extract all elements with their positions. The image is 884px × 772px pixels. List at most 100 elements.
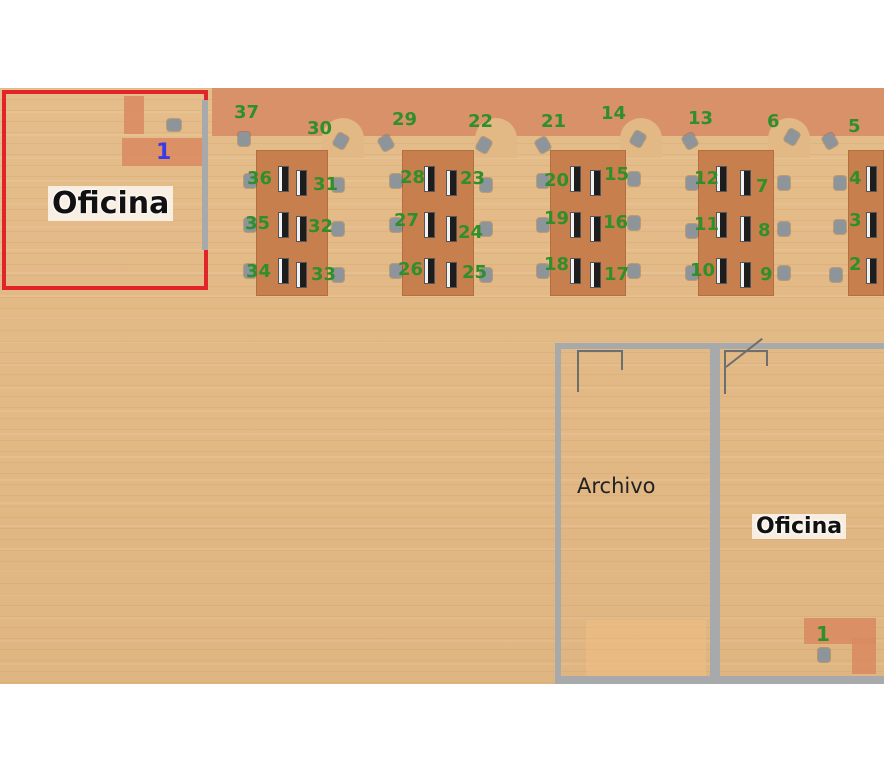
seat-number: 33	[311, 264, 337, 285]
door	[621, 350, 623, 370]
desk-cluster	[402, 150, 474, 296]
seat-number: 36	[247, 168, 273, 189]
seat-number: 19	[544, 208, 570, 229]
wall	[555, 343, 561, 684]
monitor-icon	[866, 258, 877, 284]
monitor-icon	[866, 212, 877, 238]
seat-number: 21	[541, 111, 567, 132]
seat-number: 22	[468, 111, 494, 132]
monitor-icon	[590, 262, 601, 288]
monitor-icon	[740, 170, 751, 196]
seat-number: 9	[760, 264, 773, 285]
wall	[555, 676, 884, 684]
chair-icon	[537, 264, 549, 278]
chair-icon	[480, 178, 492, 192]
chair-icon	[537, 174, 549, 188]
chair-icon	[778, 222, 790, 236]
monitor-icon	[424, 258, 435, 284]
chair-icon	[834, 220, 846, 234]
office-seat-number: 1	[816, 622, 830, 646]
chair-icon	[537, 218, 549, 232]
monitor-icon	[296, 262, 307, 288]
seat-number: 11	[694, 214, 720, 235]
monitor-icon	[446, 170, 457, 196]
chair-icon	[244, 174, 256, 188]
chair-icon	[778, 266, 790, 280]
chair-icon	[628, 172, 640, 186]
seat-number: 14	[601, 103, 627, 124]
seat-number: 31	[313, 174, 339, 195]
monitor-icon	[296, 170, 307, 196]
seat-number: 30	[307, 118, 333, 139]
monitor-icon	[590, 216, 601, 242]
monitor-icon	[716, 166, 727, 192]
desk-cluster	[550, 150, 626, 296]
monitor-icon	[570, 212, 581, 238]
seat-number: 7	[756, 176, 769, 197]
seat-number: 32	[308, 216, 334, 237]
chair-icon	[332, 222, 344, 236]
seat-number: 15	[604, 164, 630, 185]
wall	[202, 100, 208, 250]
office-desk	[852, 638, 876, 674]
monitor-icon	[716, 258, 727, 284]
seat-number: 6	[767, 111, 780, 132]
chair-icon	[390, 174, 402, 188]
seat-number: 29	[392, 109, 418, 130]
chair-icon	[628, 216, 640, 230]
seat-number: 16	[603, 212, 629, 233]
chair-icon	[830, 268, 842, 282]
seat-number: 24	[458, 222, 484, 243]
seat-number: 26	[398, 259, 424, 280]
monitor-icon	[446, 262, 457, 288]
monitor-icon	[740, 216, 751, 242]
desk-cluster	[256, 150, 328, 296]
seat-number: 20	[544, 170, 570, 191]
chair-icon	[480, 268, 492, 282]
door	[577, 350, 623, 352]
office-floor-plan: 37 30 29 22 21 14 13 6 5 36 31 35 32 34 …	[0, 88, 884, 684]
desk-cluster	[698, 150, 774, 296]
seat-number: 28	[400, 167, 426, 188]
seat-number: 3	[849, 210, 862, 231]
chair-icon	[332, 268, 344, 282]
chair-icon	[686, 176, 698, 190]
chair-icon	[244, 218, 256, 232]
seat-number: 8	[758, 220, 771, 241]
room-label: Oficina	[752, 514, 847, 539]
seat-number: 37	[234, 102, 260, 123]
chair-icon	[834, 176, 846, 190]
monitor-icon	[716, 212, 727, 238]
seat-number: 17	[604, 264, 630, 285]
monitor-icon	[296, 216, 307, 242]
chair-icon	[686, 266, 698, 280]
door	[724, 350, 726, 394]
storage-area	[586, 620, 706, 676]
monitor-icon	[278, 166, 289, 192]
door	[577, 350, 579, 392]
chair-icon	[778, 176, 790, 190]
seat-number: 4	[849, 168, 862, 189]
chair-icon	[628, 264, 640, 278]
chair-icon	[167, 119, 181, 131]
seat-number: 27	[394, 210, 420, 231]
chair-icon	[390, 264, 402, 278]
monitor-icon	[278, 258, 289, 284]
chair-icon	[480, 222, 492, 236]
office-room-highlighted[interactable]: 1 Oficina	[2, 90, 208, 290]
chair-icon	[238, 132, 250, 146]
seat-number: 12	[694, 168, 720, 189]
chair-icon	[818, 648, 830, 662]
chair-icon	[390, 218, 402, 232]
monitor-icon	[278, 212, 289, 238]
seat-number: 34	[246, 261, 272, 282]
seat-number: 35	[245, 213, 271, 234]
office-desk	[124, 96, 144, 134]
seat-number: 10	[690, 260, 716, 281]
wall	[710, 343, 720, 684]
office-seat-number: 1	[156, 140, 172, 165]
chair-icon	[377, 133, 395, 153]
office-desk	[122, 138, 204, 166]
monitor-icon	[424, 212, 435, 238]
seat-number: 5	[848, 116, 861, 137]
